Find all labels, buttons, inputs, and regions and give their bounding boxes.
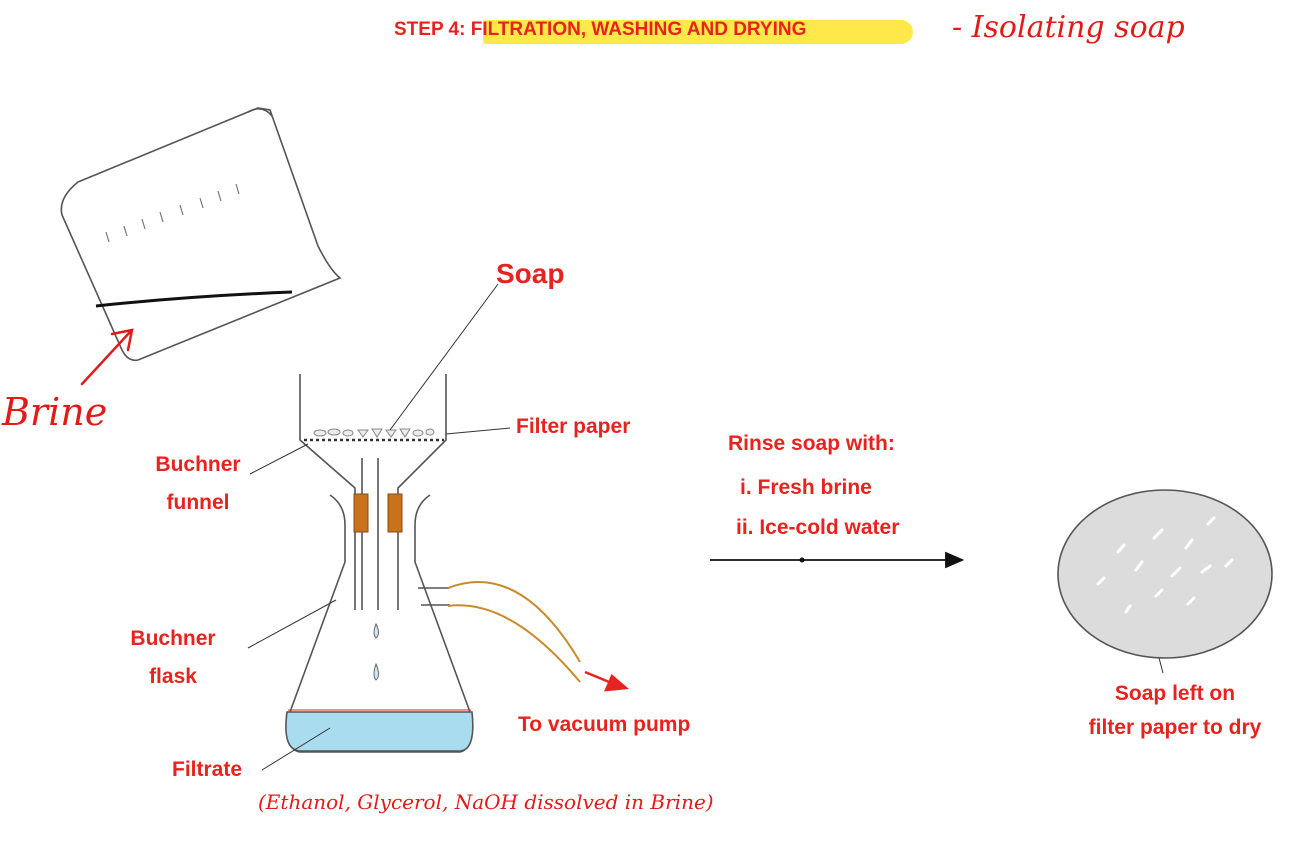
rinse-step-1: i. Fresh brine [740, 476, 872, 499]
filtrate-drops [373, 622, 379, 681]
result-label-line2: filter paper to dry [1088, 716, 1262, 739]
rinse-arrow [710, 551, 965, 569]
result-label: Soap left on filter paper to dry [1060, 677, 1290, 745]
filtrate-liquid [285, 711, 474, 752]
step-title: STEP 4: FILTRATION, WASHING AND DRYING [394, 19, 806, 41]
buchner-flask-label-line2: flask [149, 665, 197, 688]
soap-label: Soap [496, 258, 565, 289]
brine-label: Brine [2, 390, 108, 434]
result-label-line1: Soap left on [1114, 682, 1236, 705]
filter-paper-label: Filter paper [516, 415, 631, 438]
vacuum-pump-label: To vacuum pump [518, 713, 691, 736]
rinse-heading: Rinse soap with: [728, 432, 895, 455]
rinse-step-2: ii. Ice-cold water [736, 516, 900, 539]
buchner-funnel [299, 374, 447, 610]
step-title-prefix: STEP 4: [394, 19, 471, 40]
vacuum-tubing [447, 580, 581, 683]
filtrate-composition-note: (Ethanol, Glycerol, NaOH dissolved in Br… [258, 790, 714, 814]
vacuum-arrow [584, 670, 630, 692]
buchner-funnel-label-line1: Buchner [155, 453, 241, 476]
buchner-funnel-label-line2: funnel [166, 491, 230, 514]
beaker-graduations [105, 183, 240, 243]
beaker [60, 107, 342, 362]
leader-lines [247, 283, 1164, 771]
rubber-stopper [353, 493, 403, 533]
step-title-main: FILTRATION, WASHING AND DRYING [470, 19, 807, 40]
brine-arrow [80, 328, 134, 386]
title-highlight [483, 20, 913, 44]
buchner-flask [287, 494, 472, 753]
filtrate-label: Filtrate [172, 758, 243, 781]
brine-level-line [95, 290, 293, 308]
buchner-funnel-label: Buchner funnel [130, 446, 266, 522]
title-annotation: - Isolating soap [952, 10, 1185, 45]
soap-crystals [313, 428, 435, 438]
buchner-flask-label: Buchner flask [118, 620, 228, 696]
buchner-flask-label-line1: Buchner [130, 627, 216, 650]
drying-filter-paper [1057, 489, 1273, 659]
